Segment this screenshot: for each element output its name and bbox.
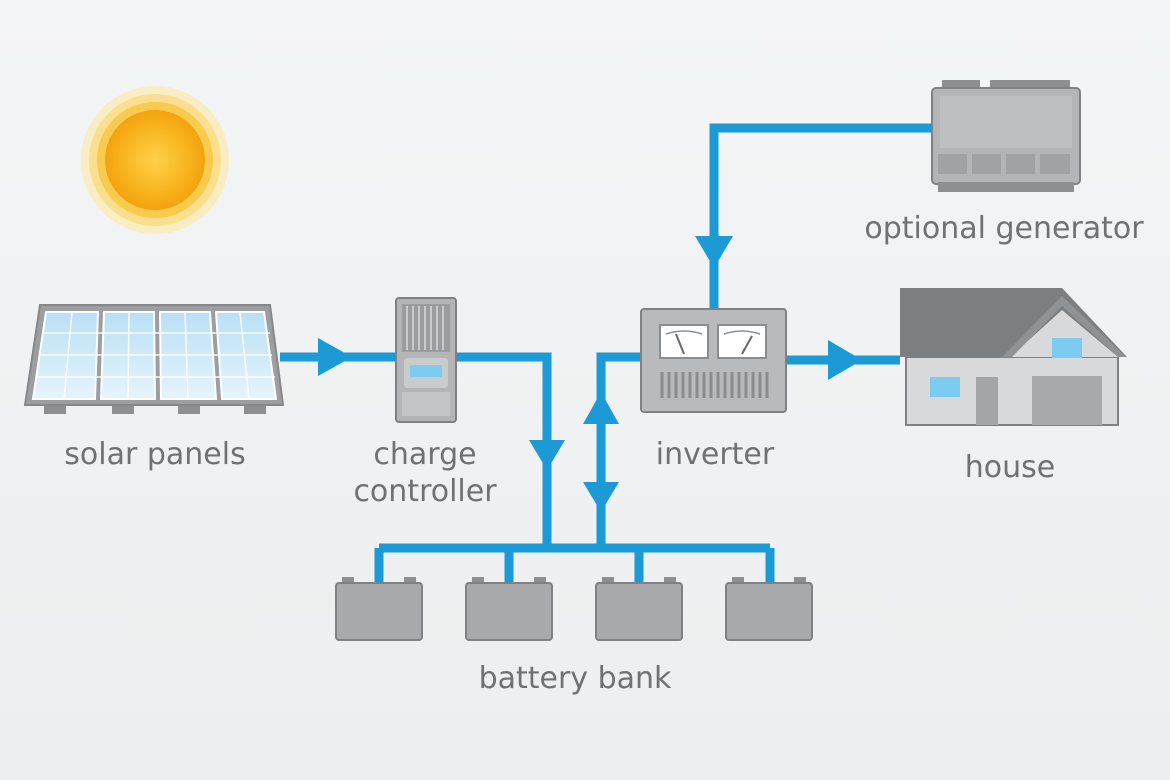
label-charge-controller-line2: controller xyxy=(353,474,497,509)
label-inverter: inverter xyxy=(655,437,775,472)
charge-controller-icon xyxy=(395,297,457,423)
wire-controller-to-battery xyxy=(456,352,552,548)
label-battery-bank: battery bank xyxy=(478,661,672,696)
arrows xyxy=(318,236,862,512)
arrow-down-generator xyxy=(695,236,733,268)
house-icon xyxy=(900,288,1127,426)
battery-3 xyxy=(595,577,683,641)
battery-4 xyxy=(725,577,813,641)
solar-panels-icon xyxy=(23,304,285,414)
arrow-down-controller xyxy=(529,440,565,470)
generator-icon xyxy=(931,80,1081,192)
label-house: house xyxy=(964,450,1056,485)
battery-1 xyxy=(335,577,423,641)
arrow-down-battery xyxy=(583,482,619,512)
inverter-icon xyxy=(640,308,787,413)
label-solar-panels: solar panels xyxy=(64,437,246,472)
arrow-right-solar xyxy=(318,338,352,376)
sun-icon xyxy=(81,86,229,234)
arrow-right-house xyxy=(828,340,862,380)
arrow-up-inverter xyxy=(583,392,619,424)
label-optional-generator: optional generator xyxy=(864,211,1144,246)
battery-2 xyxy=(465,577,553,641)
label-charge-controller-line1: charge xyxy=(373,437,477,472)
battery-bank-icon xyxy=(335,577,813,641)
